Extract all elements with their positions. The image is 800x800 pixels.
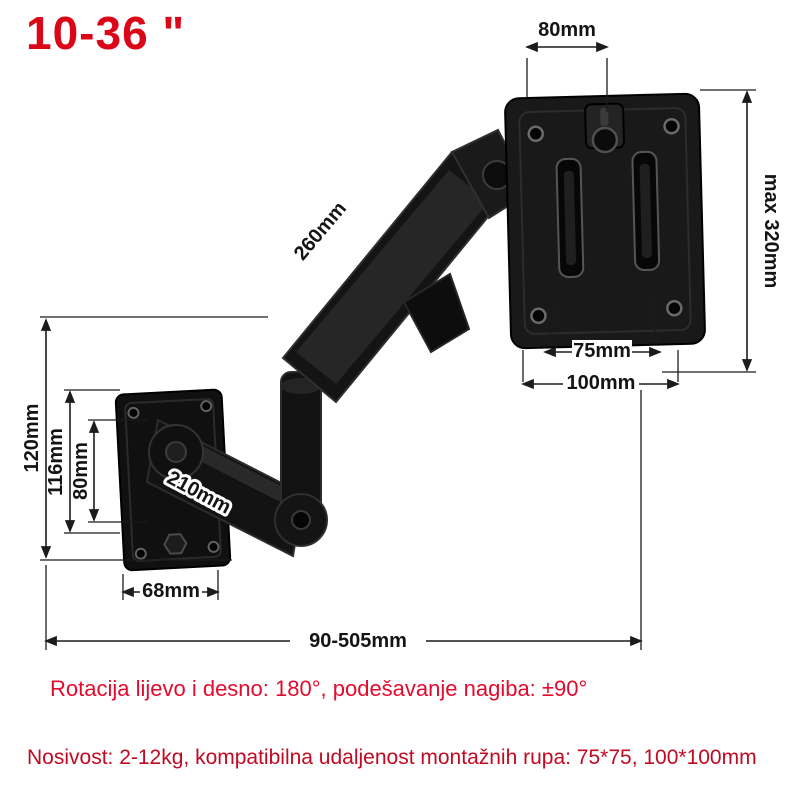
wall-screw-hole xyxy=(207,540,220,553)
dim-label-wall-width: 68mm xyxy=(142,580,200,602)
dim-label-max-height: max 320mm xyxy=(760,174,782,289)
quick-release-clip xyxy=(584,102,625,154)
cable-clip xyxy=(402,272,471,354)
vesa-plate xyxy=(504,92,706,350)
wall-screw-hole xyxy=(200,400,213,413)
capacity-note: Nosivost: 2-12kg, kompatibilna udaljenos… xyxy=(27,746,757,769)
dim-label-vesa-75: 75mm xyxy=(573,340,631,362)
dim-wall-width: 68mm xyxy=(121,570,220,602)
dim-left-80: 80mm xyxy=(70,419,148,523)
dim-label-left-116: 116mm xyxy=(45,428,67,496)
dim-label-upper-arm: 260mm xyxy=(290,198,351,265)
dim-max-height: max 320mm xyxy=(662,89,782,373)
dim-left-116: 116mm xyxy=(45,389,120,534)
dim-vesa-100: 100mm xyxy=(521,350,680,394)
dim-vesa-75: 75mm xyxy=(543,294,662,362)
size-range-title: 10-36 " xyxy=(26,7,186,59)
arm-post xyxy=(274,371,328,547)
dim-left-120: 120mm xyxy=(21,316,268,561)
rotation-note: Rotacija lijevo i desno: 180°, podešavan… xyxy=(50,676,588,701)
dim-label-top-width: 80mm xyxy=(538,19,596,41)
dim-label-left-80: 80mm xyxy=(70,442,92,500)
upper-arm xyxy=(281,150,507,404)
wall-hex-nut xyxy=(163,533,188,555)
vesa-screw-hole xyxy=(530,307,547,325)
dim-label-left-120: 120mm xyxy=(21,404,43,473)
vesa-screw-hole xyxy=(527,125,544,143)
dim-top-width: 80mm xyxy=(525,19,609,112)
dim-extension: 90-505mm xyxy=(44,390,643,653)
vesa-screw-hole xyxy=(666,299,683,317)
wall-screw-hole xyxy=(134,547,147,560)
lower-arm xyxy=(145,418,305,558)
dim-label-vesa-100: 100mm xyxy=(567,372,636,394)
vesa-screw-hole xyxy=(663,117,680,135)
dim-label-extension: 90-505mm xyxy=(309,630,407,652)
wall-screw-hole xyxy=(127,406,140,419)
